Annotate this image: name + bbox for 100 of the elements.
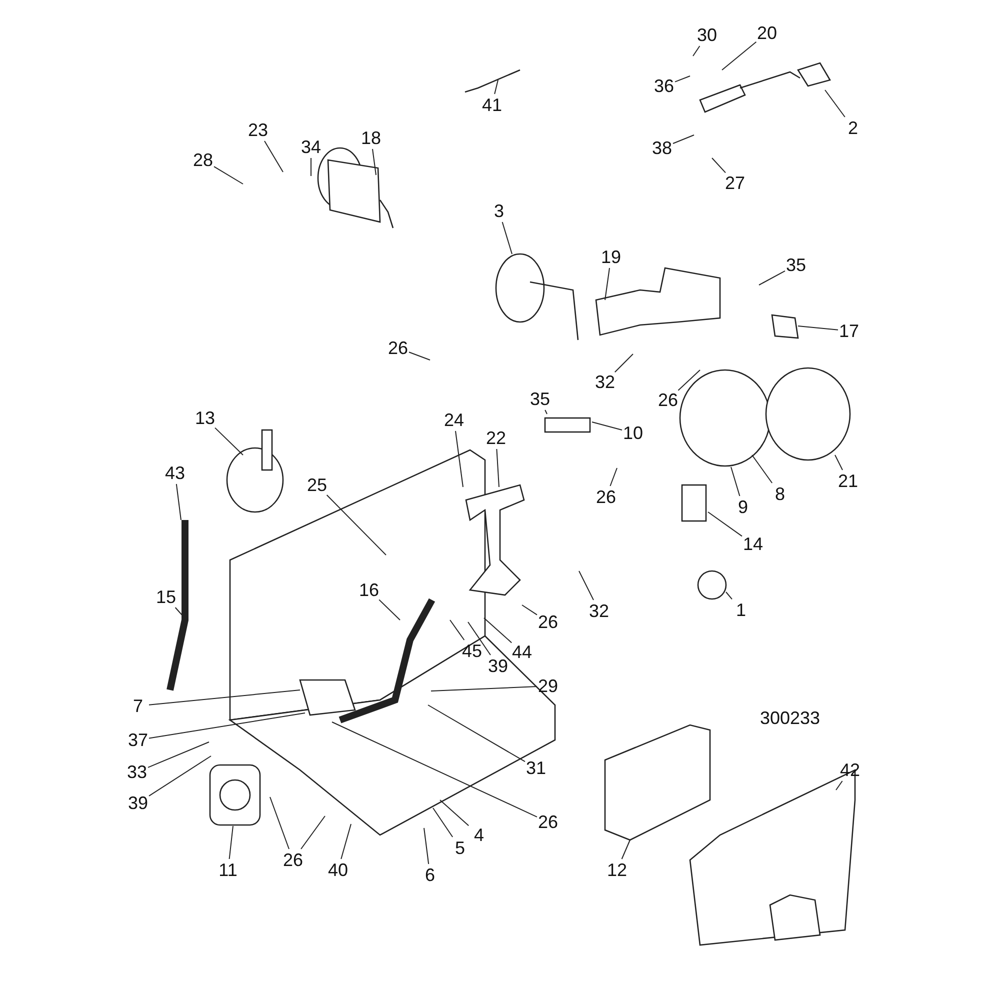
callout-number: 25 [306,475,328,495]
leader-line [614,354,634,373]
callout-number: 37 [128,730,148,750]
callout-number: 32 [594,372,616,392]
callout-number: 35 [786,255,806,275]
callout-number: 26 [388,338,408,358]
callout-number: 30 [696,25,718,45]
callout-number: 26 [658,390,678,410]
leader-line [214,166,244,184]
callout-number: 26 [282,850,304,870]
callout-number: 32 [588,601,610,621]
leader-line [544,410,548,414]
leader-line [621,840,630,860]
callout-number: 31 [526,758,546,778]
callout-number: 7 [133,696,143,716]
callout-number: 16 [358,580,380,600]
leader-line [430,686,538,692]
leader-line [578,570,594,600]
callout-number: 5 [455,838,465,858]
leader-line [148,690,300,706]
leader-line [214,427,244,456]
leader-line [310,158,312,176]
drawing-number: 300233 [760,708,820,728]
callout-number: 39 [488,656,508,676]
leader-line [824,90,846,118]
leader-line [836,780,843,790]
leader-line [674,76,690,82]
leader-line [264,140,284,172]
leader-line [610,468,618,486]
callout-number: 24 [444,410,464,430]
leader-line [455,430,464,488]
callout-number: 36 [654,76,674,96]
callout-number: 14 [742,534,764,554]
leader-line [432,808,454,838]
callout-number: 29 [538,676,558,696]
callout-number: 39 [128,793,148,813]
leader-line [428,704,526,762]
callout-number: 2 [848,118,858,138]
callout-number: 23 [248,120,268,140]
callout-number: 26 [538,812,558,832]
leader-line [228,826,234,860]
callout-number: 41 [482,95,502,115]
callout-number: 33 [126,762,148,782]
leader-line [834,454,843,470]
callout-number: 42 [840,760,860,780]
callout-number: 6 [425,865,435,885]
callout-number: 26 [596,487,616,507]
leader-line [494,80,498,94]
leader-line [722,41,757,70]
leader-line [174,607,182,616]
leader-line [148,712,306,739]
leader-line [672,134,694,144]
leader-line [270,796,290,850]
leader-line [148,756,212,796]
callout-number: 10 [622,423,644,443]
leader-line [340,824,352,860]
callout-number: 45 [462,641,482,661]
leader-line [148,742,210,768]
leader-line [408,352,430,360]
leader-line [604,268,610,300]
leader-line [592,422,622,430]
leader-line [798,326,838,330]
leader-line [440,800,470,826]
callout-number: 8 [775,484,785,504]
callout-number: 43 [164,463,186,483]
leader-line [484,618,512,644]
leader-line [752,454,773,484]
callout-number: 12 [606,860,628,880]
leader-line [424,828,430,864]
callout-number: 13 [194,408,216,428]
callout-number: 15 [156,587,176,607]
leader-line [726,592,732,600]
callout-number: 4 [474,825,484,845]
callout-number: 19 [600,247,622,267]
leader-line [496,448,500,488]
callout-number: 20 [756,23,778,43]
callout-number: 40 [328,860,348,880]
leader-line [372,148,376,176]
callout-number: 22 [486,428,506,448]
callout-number: 27 [724,173,746,193]
callout-number: 1 [736,600,746,620]
leader-line [692,46,700,56]
leader-line [730,466,740,496]
leader-line [332,722,538,818]
leader-line [450,620,465,640]
callout-number: 44 [512,642,532,662]
callout-number: 35 [530,389,550,409]
callout-number: 26 [538,612,558,632]
callout-number: 3 [494,201,504,221]
leader-line [758,270,786,286]
callout-number: 38 [652,138,672,158]
leader-line [522,604,538,616]
leader-line [678,370,700,391]
leader-line [176,484,182,520]
callout-number: 18 [360,128,382,148]
callout-number: 21 [838,471,858,491]
leader-line [712,158,726,174]
leader-line [300,816,326,850]
callout-number: 34 [300,137,322,157]
leader-line [378,599,400,620]
